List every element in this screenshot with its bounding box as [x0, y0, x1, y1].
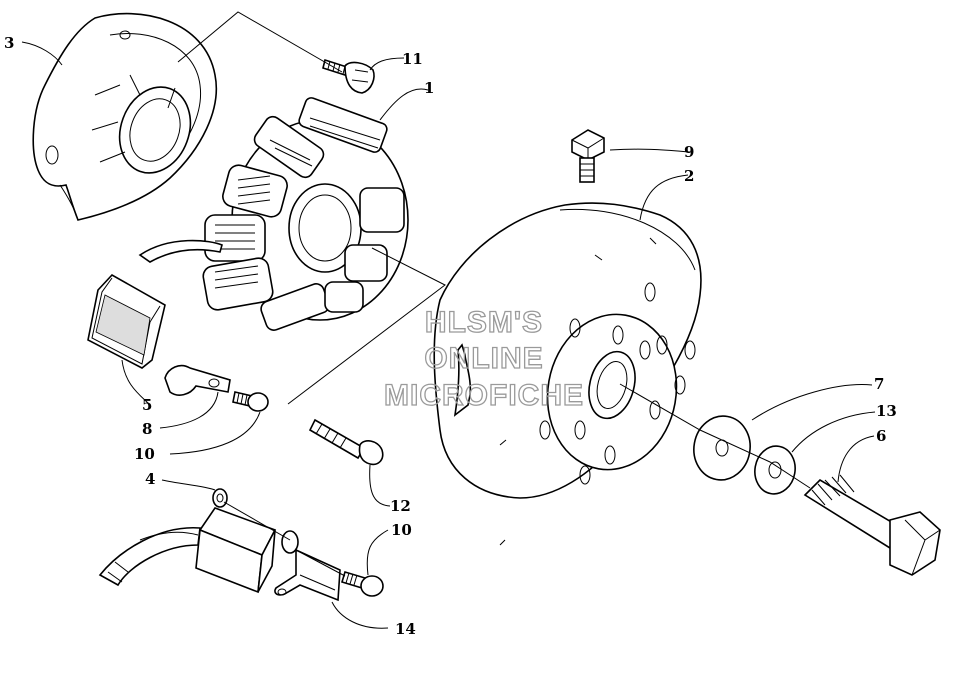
- screw-12: [308, 418, 384, 466]
- callout-13: 13: [876, 402, 897, 420]
- stator: [138, 97, 409, 331]
- screw-10-upper: [232, 391, 269, 412]
- watermark-line-2: ONLINE: [424, 342, 543, 375]
- callout-7: 7: [874, 375, 884, 393]
- bracket-14: [274, 530, 341, 602]
- watermark-line-1: HLSM'S: [425, 306, 543, 339]
- callout-10-upper: 10: [134, 445, 155, 463]
- callout-4: 4: [145, 470, 155, 488]
- watermark-line-3: MICROFICHE: [384, 379, 584, 412]
- callout-11: 11: [402, 50, 423, 68]
- pad-5: [87, 273, 166, 369]
- screw-11: [322, 58, 375, 94]
- callout-9: 9: [684, 143, 694, 161]
- callouts: 3 1 11 9 2 5 8 10 4 12 10 14 7 13 6: [4, 34, 897, 638]
- washer-7: [693, 415, 751, 481]
- callout-10-lower: 10: [391, 521, 412, 539]
- callout-3: 3: [4, 34, 14, 52]
- callout-6: 6: [876, 427, 886, 445]
- callout-5: 5: [142, 396, 152, 414]
- callout-8: 8: [142, 420, 152, 438]
- stator-housing: [32, 12, 217, 221]
- callout-1: 1: [424, 79, 434, 97]
- washer-4: [212, 488, 228, 508]
- screw-10-lower: [341, 571, 384, 597]
- leader-lines: [21, 11, 876, 629]
- callout-14: 14: [395, 620, 416, 638]
- lockwasher-13: [754, 445, 796, 495]
- callout-2: 2: [684, 167, 694, 185]
- watermark: HLSM'S ONLINE MICROFICHE: [383, 305, 584, 412]
- callout-12: 12: [390, 497, 411, 515]
- bolt-6: [803, 474, 941, 576]
- flywheel: [433, 202, 702, 546]
- bolt-9: [571, 129, 605, 183]
- regulator: [98, 507, 277, 594]
- clamp-8: [164, 364, 231, 396]
